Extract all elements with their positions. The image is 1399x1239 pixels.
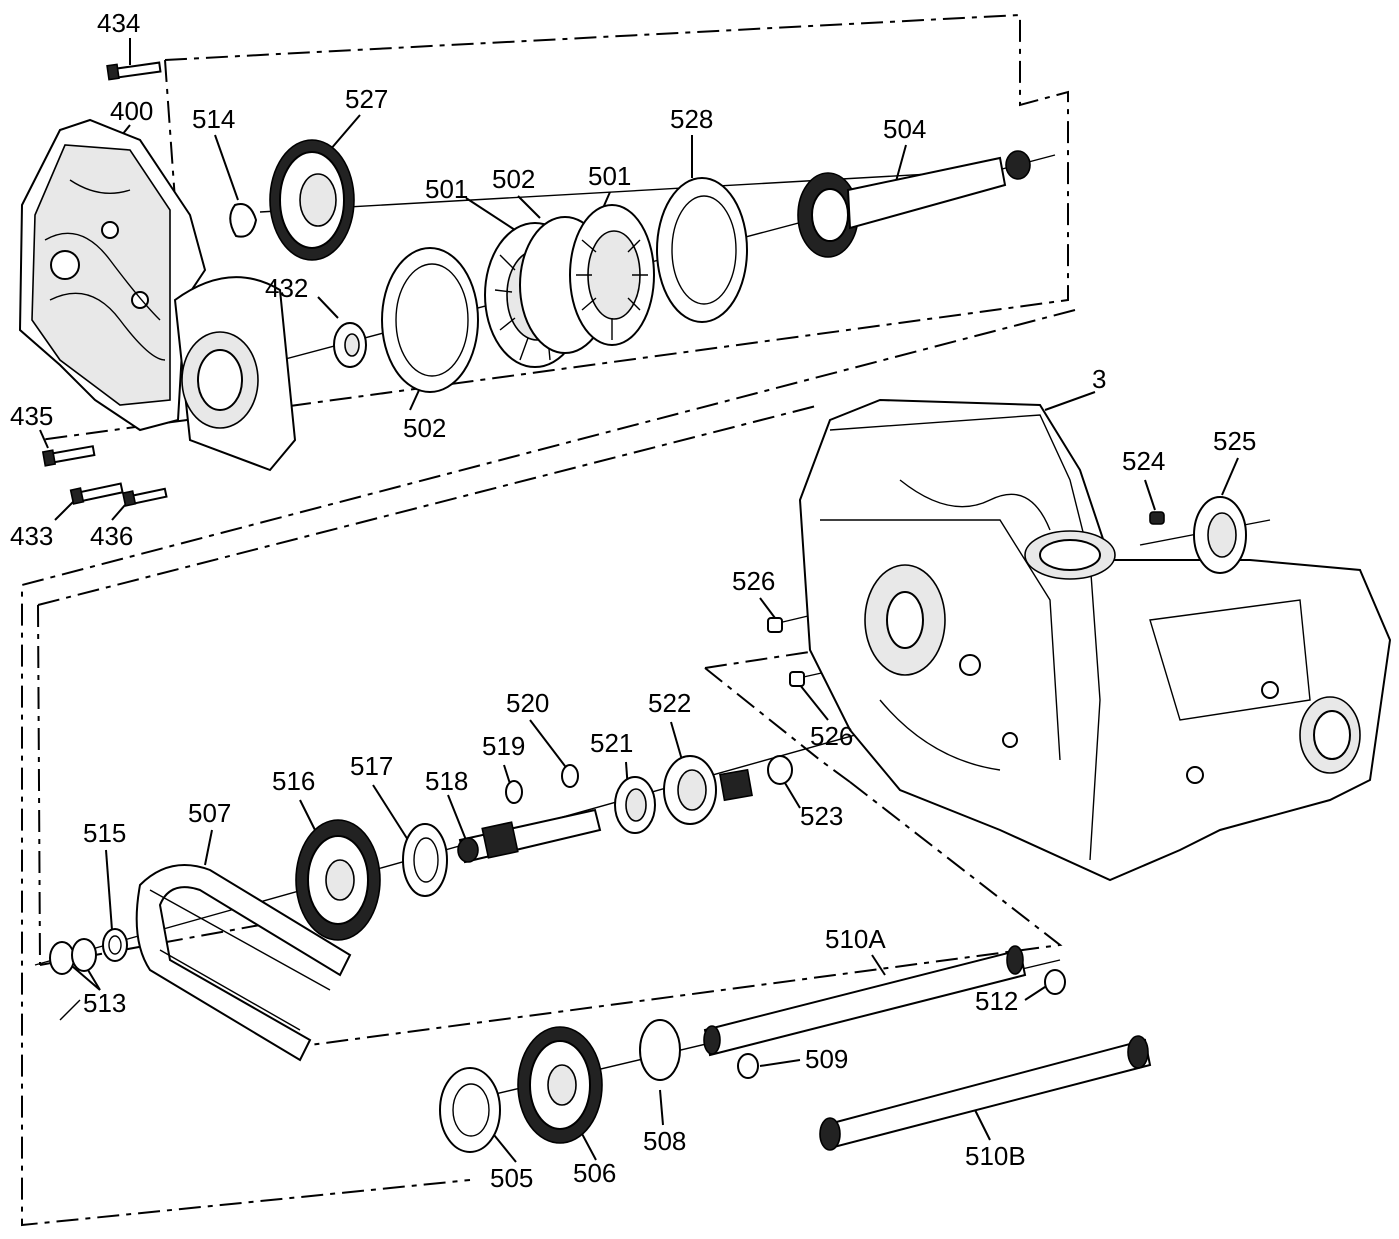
label-524: 524 [1122, 446, 1165, 476]
washer-432 [333, 322, 367, 368]
plate-528 [656, 177, 748, 323]
label-502-bottom: 502 [403, 413, 446, 443]
label-507: 507 [188, 798, 231, 828]
label-519: 519 [482, 731, 525, 761]
bolt-436 [121, 487, 168, 507]
washer-515 [102, 928, 128, 962]
label-518: 518 [425, 766, 468, 796]
label-506: 506 [573, 1158, 616, 1188]
label-3: 3 [1092, 364, 1106, 394]
seal-512 [1044, 969, 1066, 995]
bolt-435 [41, 445, 96, 467]
axle-shaft-510B [819, 1035, 1152, 1151]
label-510A: 510A [825, 924, 886, 954]
pin-526-upper [767, 617, 783, 633]
label-510B: 510B [965, 1141, 1026, 1171]
shaft-504 [797, 150, 1031, 258]
label-434: 434 [97, 8, 140, 38]
label-522: 522 [648, 688, 691, 718]
shaft-518 [457, 808, 602, 864]
label-515: 515 [83, 818, 126, 848]
thrust-washer-505 [439, 1067, 501, 1153]
label-521: 521 [590, 728, 633, 758]
snap-ring-514 [229, 203, 258, 238]
ring-519 [505, 780, 523, 804]
seal-525 [1193, 496, 1247, 574]
gear-506 [517, 1026, 603, 1144]
gear-522 [663, 755, 753, 825]
label-433: 433 [10, 521, 53, 551]
ring-520 [561, 764, 579, 788]
bolt-433 [69, 482, 124, 505]
label-504: 504 [883, 114, 926, 144]
sprocket-516 [295, 819, 381, 941]
label-435: 435 [10, 401, 53, 431]
pin-526-lower [789, 671, 805, 687]
bushing-523 [767, 755, 793, 785]
label-436: 436 [90, 521, 133, 551]
bolt-434 [106, 61, 162, 81]
label-400: 400 [110, 96, 153, 126]
axle-shaft-510A [703, 945, 1027, 1057]
bearing-521 [614, 776, 656, 834]
transmission-case-3 [798, 398, 1392, 882]
label-509: 509 [805, 1044, 848, 1074]
snap-ring-508 [639, 1019, 681, 1081]
callout-labels: 434 400 514 527 528 504 501 502 501 432 … [10, 8, 1256, 1193]
label-527: 527 [345, 84, 388, 114]
bolt-524 [1149, 511, 1165, 525]
label-501-right: 501 [588, 161, 631, 191]
snap-rings-513 [49, 938, 97, 975]
label-520: 520 [506, 688, 549, 718]
friction-disc-501-b [569, 204, 655, 346]
label-525: 525 [1213, 426, 1256, 456]
label-502-top: 502 [492, 164, 535, 194]
leader-lines [39, 38, 1239, 1163]
label-512: 512 [975, 986, 1018, 1016]
label-513: 513 [83, 988, 126, 1018]
valve-body-400 [18, 118, 297, 472]
sprocket-527 [269, 139, 355, 261]
label-526-lower: 526 [810, 721, 853, 751]
label-526-upper: 526 [732, 566, 775, 596]
label-432: 432 [265, 273, 308, 303]
label-508: 508 [643, 1126, 686, 1156]
label-501-left: 501 [425, 174, 468, 204]
label-505: 505 [490, 1163, 533, 1193]
plate-502-lower [381, 247, 479, 393]
thrust-washer-517 [402, 823, 448, 897]
seal-509 [737, 1053, 759, 1079]
label-514: 514 [192, 104, 235, 134]
label-523: 523 [800, 801, 843, 831]
drive-chain-507 [135, 864, 352, 1062]
label-517: 517 [350, 751, 393, 781]
label-516: 516 [272, 766, 315, 796]
label-528: 528 [670, 104, 713, 134]
